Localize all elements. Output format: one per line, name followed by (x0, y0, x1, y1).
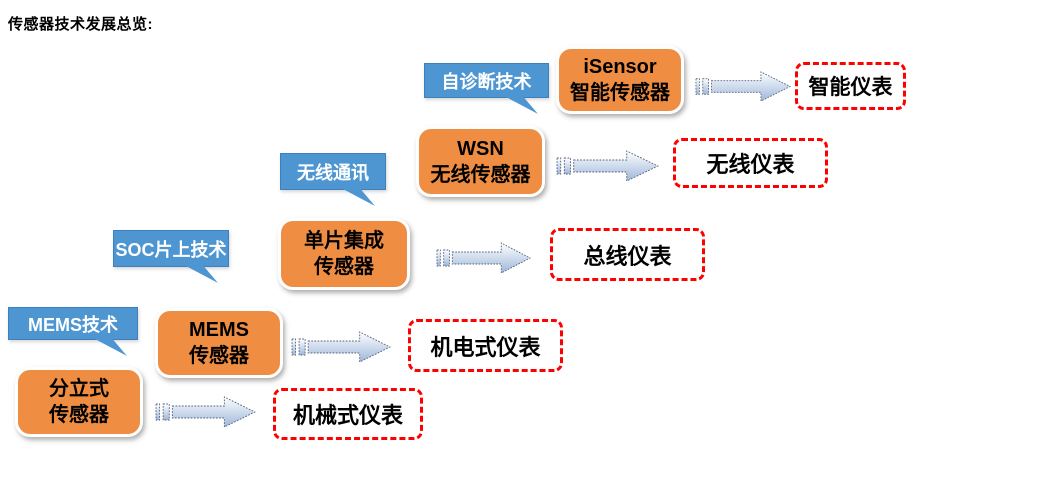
instrument-label: 无线仪表 (706, 152, 795, 177)
sensor-box-isensor: iSensor 智能传感器 (556, 46, 684, 114)
sensor-box-monolithic: 单片集成 传感器 (278, 218, 410, 290)
instrument-box-bus: 总线仪表 (550, 228, 705, 281)
sensor-box-line2: 传感器 (49, 404, 109, 426)
striped-arrow-icon (695, 71, 792, 102)
instrument-box-mechanical: 机械式仪表 (273, 388, 423, 440)
sensor-box-discrete: 分立式 传感器 (15, 367, 143, 437)
tech-callout-label: 无线通讯 (297, 162, 369, 183)
striped-arrow-icon (291, 331, 391, 363)
instrument-box-smart: 智能仪表 (795, 62, 906, 110)
sensor-box-line1: MEMS (189, 319, 249, 341)
striped-arrow-icon (155, 396, 256, 428)
tech-callout-label: SOC片上技术 (115, 239, 227, 260)
tech-callout-soc: SOC片上技术 (113, 230, 229, 267)
sensor-box-line1: 单片集成 (304, 230, 384, 252)
page-title: 传感器技术发展总览: (8, 16, 153, 33)
sensor-box-line1: iSensor (583, 56, 657, 78)
instrument-label: 总线仪表 (583, 243, 672, 269)
sensor-box-mems: MEMS 传感器 (155, 308, 283, 378)
tech-callout-self-diagnosis: 自诊断技术 (424, 63, 549, 98)
sensor-box-wsn: WSN 无线传感器 (416, 126, 545, 197)
instrument-box-wireless: 无线仪表 (673, 138, 828, 188)
instrument-label: 机械式仪表 (292, 403, 403, 428)
instrument-box-electromechanical: 机电式仪表 (408, 319, 563, 372)
striped-arrow-icon (436, 242, 532, 274)
sensor-box-line2: 无线传感器 (430, 163, 531, 186)
sensor-box-line2: 传感器 (189, 345, 249, 367)
tech-callout-mems: MEMS技术 (8, 307, 138, 340)
striped-arrow-icon (556, 150, 659, 182)
sensor-box-line1: WSN (457, 137, 504, 160)
tech-callout-label: 自诊断技术 (441, 71, 532, 92)
sensor-box-line2: 智能传感器 (570, 82, 670, 104)
tech-callout-label: MEMS技术 (28, 314, 118, 335)
tech-callout-wireless-comm: 无线通讯 (280, 153, 386, 190)
sensor-box-line1: 分立式 (49, 378, 109, 400)
sensor-box-line2: 传感器 (314, 256, 374, 278)
instrument-label: 智能仪表 (808, 76, 893, 99)
instrument-label: 机电式仪表 (430, 334, 541, 360)
